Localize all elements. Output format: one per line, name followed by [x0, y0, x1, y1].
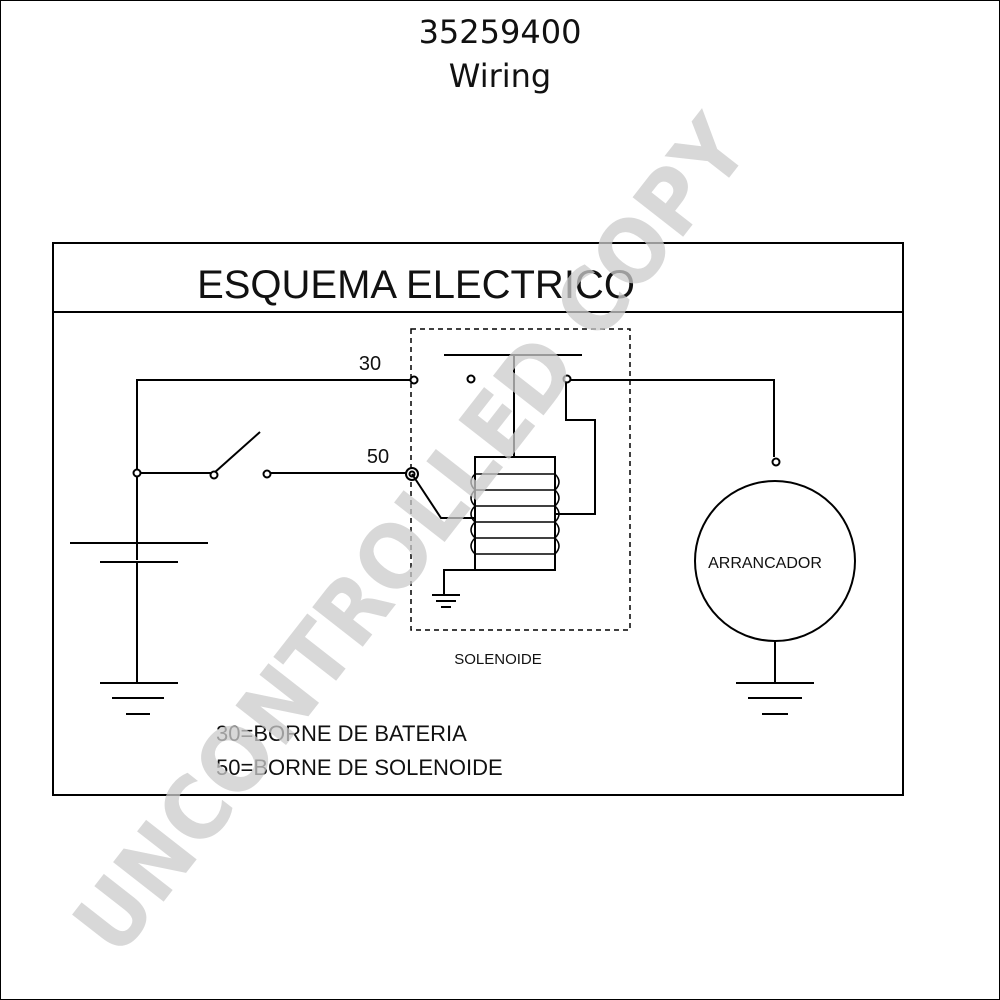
- diagram-title: ESQUEMA ELECTRICO: [197, 263, 635, 307]
- coil-ground-icon: [432, 594, 460, 608]
- motor-terminal-node: [771, 457, 781, 467]
- diagram-border: [52, 242, 904, 796]
- battery-wire-30: [136, 379, 412, 560]
- page-subtitle: Wiring: [448, 57, 552, 95]
- coil-ground-wire: [443, 569, 475, 595]
- terminal-30-node: [409, 375, 419, 385]
- solenoid-label: SOLENOIDE: [454, 651, 542, 668]
- ignition-switch-blade: [213, 431, 261, 474]
- terminal-30-label: 30: [359, 353, 381, 375]
- motor-label: ARRANCADOR: [708, 555, 822, 572]
- solenoid-boundary: [410, 328, 631, 631]
- switch-contact-right: [262, 469, 272, 479]
- junction-node: [132, 468, 142, 478]
- watermark: UNCONTROLLED COPY: [53, 97, 769, 973]
- legend-line-30: 30=BORNE DE BATERIA: [216, 721, 467, 746]
- contact-node-left: [466, 374, 476, 384]
- terminal-50-label: 50: [367, 446, 389, 468]
- switch-contact-left: [209, 470, 219, 480]
- battery-ground-icon: [100, 682, 178, 715]
- coil-feed-wire: [411, 473, 475, 519]
- motor-ground-icon: [736, 682, 814, 715]
- legend-line-50: 50=BORNE DE SOLENOIDE: [216, 755, 503, 780]
- part-number-title: 35259400: [418, 13, 582, 51]
- motor-feed-wire: [570, 379, 775, 457]
- winding-return-wire: [555, 383, 596, 515]
